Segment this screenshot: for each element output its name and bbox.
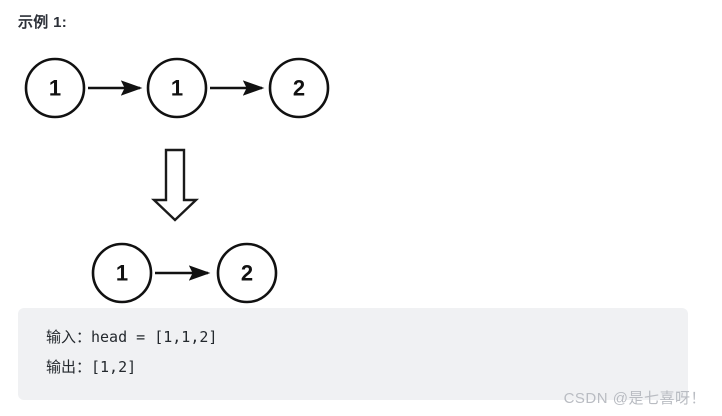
- node-bottom-1-label: 1: [116, 261, 128, 286]
- node-bottom-1: 1: [91, 242, 153, 304]
- node-bottom-2: 2: [216, 242, 278, 304]
- node-top-3-label: 2: [293, 76, 305, 101]
- page-title: 示例 1:: [18, 14, 68, 31]
- down-block-arrow-icon: [151, 148, 199, 222]
- node-top-1: 1: [24, 57, 86, 119]
- linked-list-diagram: 1 1 2 1 2: [24, 57, 330, 304]
- example-output-line: 输出：[1,2]: [46, 358, 137, 376]
- example-input-line: 输入：head = [1,1,2]: [46, 328, 218, 346]
- example-io-block: 输入：head = [1,1,2] 输出：[1,2]: [18, 308, 688, 400]
- node-top-2: 1: [146, 57, 208, 119]
- node-top-3: 2: [268, 57, 330, 119]
- csdn-watermark: CSDN @是七喜呀！: [563, 390, 706, 407]
- node-bottom-2-label: 2: [241, 261, 253, 286]
- node-top-2-label: 1: [171, 76, 183, 101]
- top-row-group: 1 1 2: [24, 57, 330, 119]
- node-top-1-label: 1: [49, 76, 61, 101]
- bottom-row-group: 1 2: [91, 242, 278, 304]
